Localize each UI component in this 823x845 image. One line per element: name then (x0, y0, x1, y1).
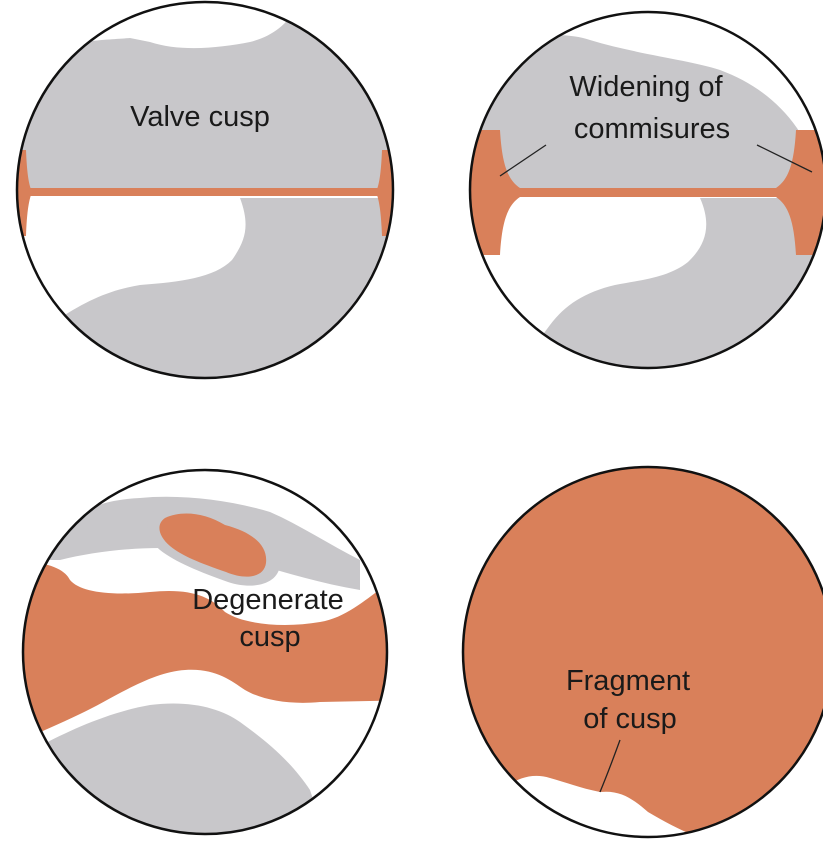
label-degenerate-line2: cusp (239, 621, 300, 653)
panel-normal-cusp: Valve cusp (0, 0, 410, 400)
label-fragment-line2: of cusp (583, 703, 677, 735)
label-widening-line1: Widening of (569, 71, 723, 103)
panel-degenerate-cusp: Degenerate cusp (0, 460, 420, 845)
label-fragment-line1: Fragment (566, 665, 690, 697)
label-degenerate-line1: Degenerate (192, 584, 344, 616)
label-valve-cusp: Valve cusp (130, 101, 270, 133)
panel-fragment-of-cusp: Fragment of cusp (455, 460, 823, 845)
fibrotic-tissue (455, 460, 823, 845)
panel-widened-commissures: Widening of commisures (460, 0, 823, 400)
label-widening-line2: commisures (574, 113, 730, 145)
commissure-line (18, 188, 390, 196)
